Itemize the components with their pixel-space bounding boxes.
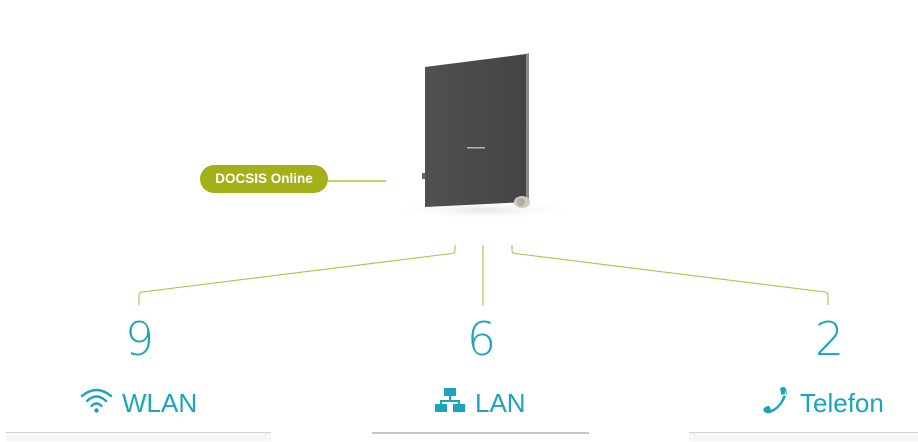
telefon-count: 2 [814, 312, 844, 366]
phone-icon [761, 385, 800, 422]
lan-count: 6 [466, 312, 496, 366]
lan-label: LAN [475, 387, 526, 418]
wlan-label: WLAN [122, 387, 198, 418]
wlan-tab-bar[interactable] [6, 432, 271, 441]
lan-link[interactable]: LAN [434, 386, 526, 420]
telefon-tab-bar[interactable] [689, 432, 918, 441]
network-icon [434, 387, 475, 420]
lan-tab-bar[interactable] [372, 432, 589, 442]
router-device-image [385, 45, 585, 225]
wlan-count: 9 [124, 312, 154, 366]
wlan-link[interactable]: WLAN [80, 386, 197, 420]
wifi-icon [80, 387, 122, 420]
docsis-status-badge: DOCSIS Online [200, 165, 328, 193]
telefon-label: Telefon [800, 387, 884, 418]
telefon-link[interactable]: Telefon [761, 386, 884, 420]
